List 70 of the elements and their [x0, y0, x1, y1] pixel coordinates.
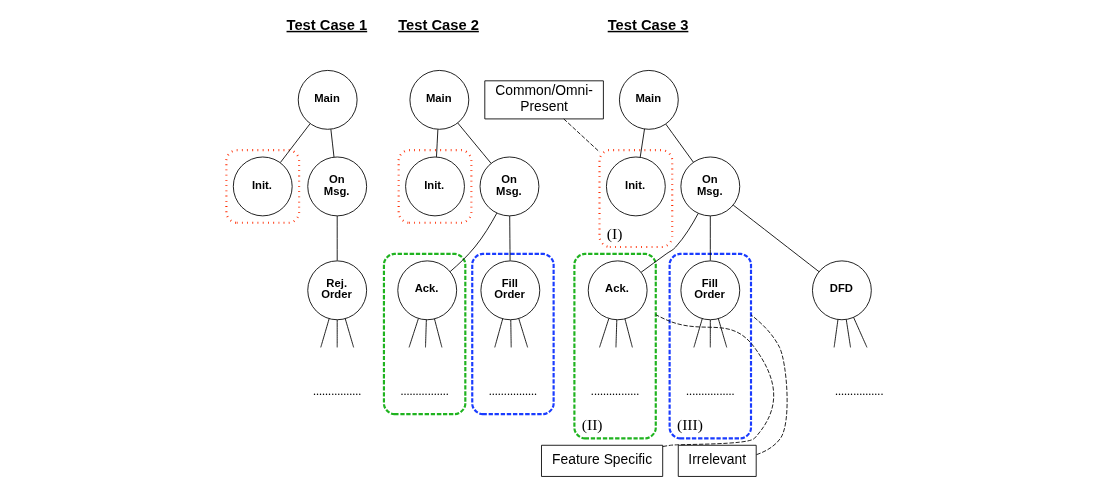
- node-circle: On Msg.: [479, 156, 539, 217]
- node-label: (II): [581, 416, 603, 434]
- connector: [732, 204, 819, 273]
- node-box: Irrelevant: [677, 444, 757, 477]
- node-text: ................: [834, 383, 883, 398]
- node-circle: Rej. Order: [306, 260, 367, 321]
- connector: [598, 318, 609, 348]
- node-circle: Ack.: [396, 260, 457, 321]
- node-circle: Ack.: [587, 260, 648, 321]
- node-circle: Init.: [232, 156, 293, 217]
- connector: [408, 318, 419, 348]
- connector: [424, 319, 427, 348]
- node-label: (III): [676, 416, 703, 434]
- connector: [833, 319, 838, 348]
- connector: [709, 215, 711, 262]
- label: Test Case 2: [397, 16, 479, 33]
- cluster: [397, 149, 472, 224]
- node-circle: Main: [297, 70, 358, 130]
- node-circle: Fill Order: [479, 260, 540, 321]
- connector: [562, 118, 600, 153]
- label: Test Case 1: [286, 16, 367, 33]
- connector: [279, 123, 311, 164]
- node-circle: Fill Order: [679, 260, 740, 321]
- node-text: ................: [590, 383, 639, 398]
- connector: [845, 319, 851, 348]
- connector: [493, 318, 503, 348]
- node-text: ................: [312, 383, 361, 398]
- connector: [319, 318, 330, 348]
- cluster: [668, 252, 752, 440]
- node-box: Feature Specific: [540, 444, 663, 477]
- connector: [329, 128, 334, 158]
- connector: [639, 128, 645, 158]
- node-circle: DFD: [811, 260, 872, 321]
- connector: [336, 215, 338, 262]
- connector: [517, 318, 528, 348]
- cluster: [572, 252, 657, 440]
- node-circle: On Msg.: [679, 156, 740, 217]
- node-circle: Init.: [605, 156, 666, 217]
- connector: [508, 215, 511, 262]
- connector: [336, 319, 338, 348]
- node-circle: Init.: [404, 156, 465, 217]
- node-circle: On Msg.: [306, 156, 367, 217]
- node-label: (I): [606, 224, 622, 242]
- connector: [640, 213, 699, 273]
- connector: [615, 319, 617, 348]
- connector: [433, 318, 442, 348]
- connector: [344, 318, 354, 348]
- node-text: ................: [399, 383, 449, 398]
- connector: [624, 318, 633, 348]
- connector: [509, 319, 512, 348]
- connector: [709, 319, 711, 348]
- node-circle: Main: [618, 70, 679, 130]
- node-text: ................: [488, 383, 537, 398]
- node-circle: Main: [408, 70, 469, 130]
- cluster: [470, 252, 555, 416]
- node-text: ................: [685, 383, 735, 398]
- connector: [717, 318, 727, 348]
- connector: [852, 316, 867, 348]
- cluster: [224, 149, 300, 224]
- connector: [435, 129, 438, 158]
- connector: [664, 123, 694, 163]
- cluster: [382, 252, 466, 416]
- connector: [654, 314, 774, 447]
- connector: [449, 212, 497, 272]
- label: Test Case 3: [607, 16, 688, 33]
- connector: [456, 122, 491, 164]
- connector: [692, 318, 703, 348]
- connector: [750, 314, 788, 456]
- node-box: Common/Omni-Present: [483, 80, 604, 120]
- cluster: [597, 149, 673, 249]
